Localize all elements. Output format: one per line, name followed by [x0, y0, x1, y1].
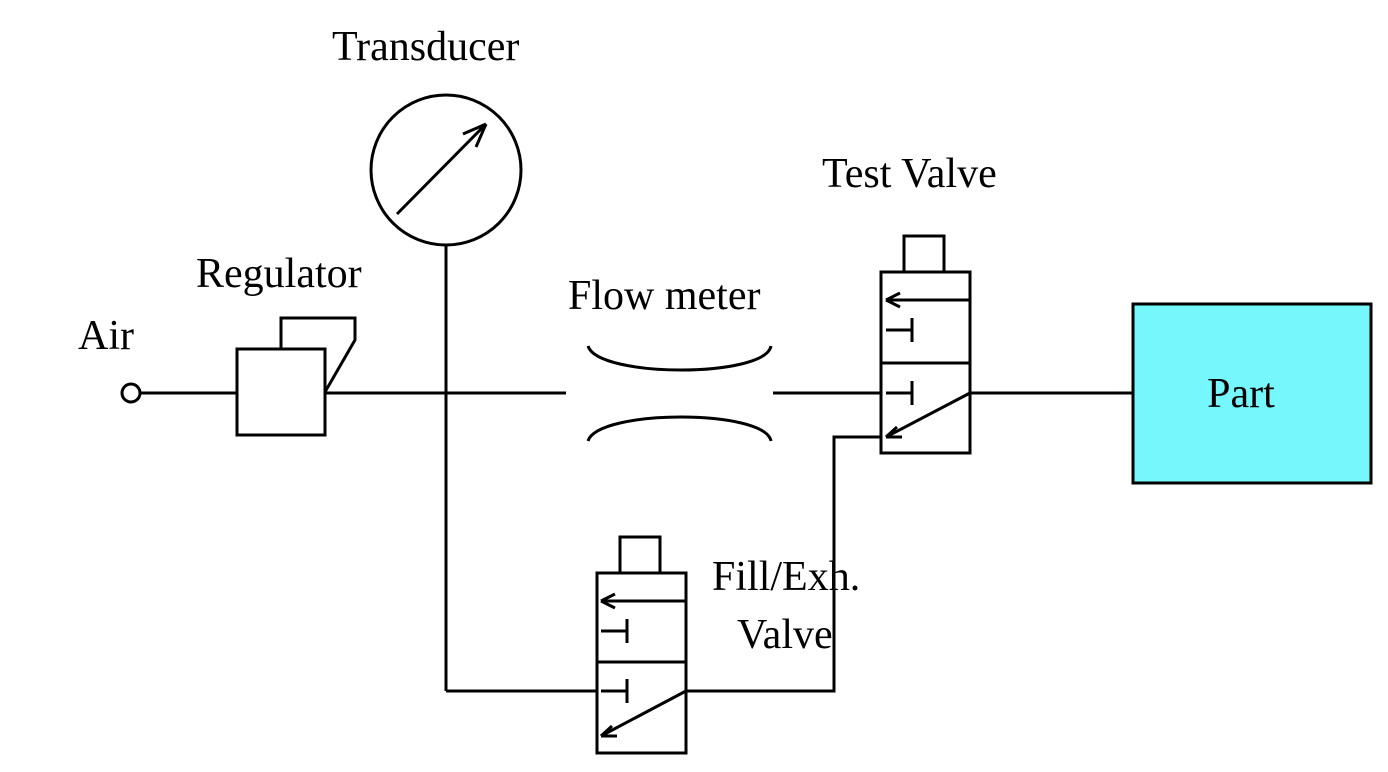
test-valve-upper-block-icon	[886, 318, 914, 342]
flow-meter-symbol	[586, 345, 773, 442]
fill-exh-valve-lower-flow	[600, 689, 687, 738]
transducer-gauge-icon	[369, 93, 523, 247]
regulator-body	[235, 347, 327, 437]
air-inlet-port-icon	[120, 382, 142, 404]
fill-exh-valve-upper-arrow-icon	[600, 592, 616, 610]
regulator-label: Regulator	[196, 251, 362, 297]
part-block: Part	[1131, 302, 1373, 485]
transducer-symbol	[369, 93, 597, 693]
part-box	[1131, 302, 1373, 485]
transducer-label: Transducer	[332, 24, 519, 70]
fill-exh-valve-lower-block-icon	[601, 679, 629, 703]
transducer-needle-arrowhead	[462, 122, 488, 148]
transducer-needle	[395, 122, 488, 216]
test-valve-solenoid	[902, 234, 946, 274]
flow-meter-top-curve	[586, 345, 773, 372]
test-valve-symbol	[879, 234, 972, 455]
air-label: Air	[78, 313, 134, 359]
regulator-adjuster	[279, 316, 357, 393]
air-inlet	[120, 382, 237, 404]
part-label: Part	[1207, 371, 1275, 417]
line-test-valve-to-fill-valve	[686, 435, 881, 693]
fill-exh-valve-lower-arrow-icon	[599, 724, 617, 738]
fill-exh-valve-label-line1: Fill/Exh.	[712, 554, 860, 600]
flow-meter-label: Flow meter	[568, 273, 760, 319]
fill-exh-valve-label-line2: Valve	[737, 612, 833, 658]
fill-exh-valve-upper-block-icon	[601, 619, 629, 643]
regulator-symbol	[235, 316, 357, 437]
fill-exh-valve-symbol	[595, 535, 688, 755]
test-valve-lower-arrow-icon	[884, 425, 902, 439]
fill-exh-valve-solenoid	[618, 535, 662, 575]
test-valve-label: Test Valve	[822, 151, 997, 197]
flow-meter-bottom-curve	[586, 415, 773, 442]
test-valve-lower-flow	[885, 391, 971, 439]
test-valve-lower-block-icon	[886, 381, 914, 405]
test-valve-upper-arrow-icon	[885, 291, 901, 309]
